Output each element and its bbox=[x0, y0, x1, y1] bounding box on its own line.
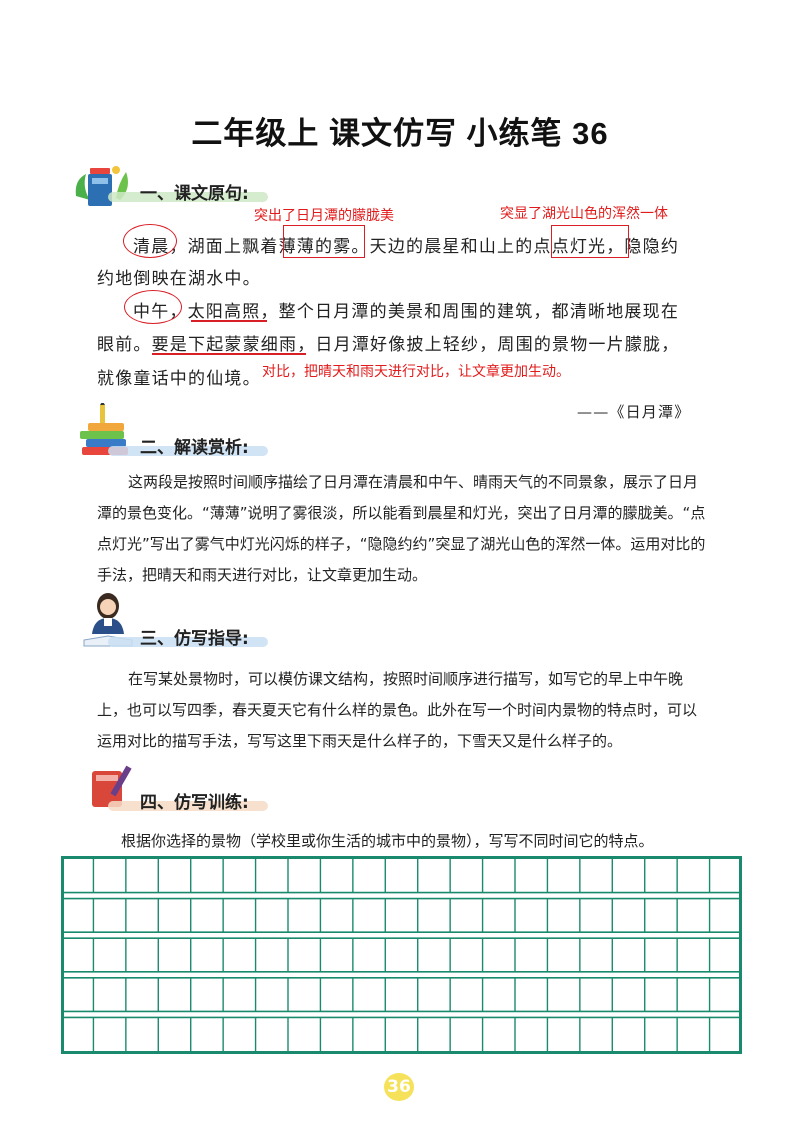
annotation-hazy: 突出了日月潭的朦胧美 bbox=[254, 208, 394, 224]
page-title: 二年级上 课文仿写 小练笔 36 bbox=[191, 116, 609, 151]
circle-zhongwu bbox=[124, 290, 182, 324]
text-mengmeng: 要是下起蒙蒙细雨 bbox=[151, 335, 298, 355]
underline-taiyang bbox=[191, 320, 267, 322]
original-line-1: 清晨，湖面上飘着薄薄的雾。天边的晨星和山上的点点灯光，隐隐约 bbox=[133, 237, 680, 257]
original-line-4: 眼前。要是下起蒙蒙细雨，日月潭好像披上轻纱，周围的景物一片朦胧， bbox=[97, 335, 680, 355]
text-baobao: 薄薄的雾 bbox=[278, 237, 352, 257]
original-line-5: 就像童话中的仙境。 bbox=[97, 369, 261, 389]
annotation-contrast: 对比，把晴天和雨天进行对比，让文章更加生动。 bbox=[262, 364, 570, 380]
section-2-title: 二、解读赏析: bbox=[140, 438, 249, 458]
guidance-paragraph: 在写某处景物时，可以模仿课文结构，按照时间顺序进行描写，如写它的早上中午晚上，也… bbox=[97, 670, 698, 750]
notebook-pen-icon bbox=[88, 765, 134, 809]
text-taiyang: 太阳高照 bbox=[187, 302, 261, 322]
box-diandian bbox=[551, 225, 629, 258]
original-line-3: 中午，太阳高照，整个日月潭的美景和周围的建筑，都清晰地展现在 bbox=[133, 302, 680, 322]
underline-mengmeng bbox=[152, 353, 306, 355]
original-line-2: 约地倒映在湖水中。 bbox=[97, 269, 261, 289]
section-3-title: 三、仿写指导: bbox=[140, 629, 249, 649]
task-instruction: 根据你选择的景物（学校里或你生活的城市中的景物），写写不同时间它的特点。 bbox=[121, 832, 654, 850]
section-4-title: 四、仿写训练: bbox=[140, 793, 249, 813]
section-1-title: 一、课文原句: bbox=[140, 184, 249, 204]
page-number-badge: 36 bbox=[384, 1073, 414, 1101]
books-icon bbox=[72, 160, 134, 210]
box-baobao bbox=[283, 225, 365, 258]
circle-qingchen bbox=[123, 224, 177, 258]
writing-grid[interactable] bbox=[61, 856, 742, 1054]
annotation-unity: 突显了湖光山色的浑然一体 bbox=[500, 206, 668, 222]
analysis-paragraph: 这两段是按照时间顺序描绘了日月潭在清晨和中午、晴雨天气的不同景象，展示了日月潭的… bbox=[97, 473, 706, 584]
source-citation: ——《日月潭》 bbox=[577, 403, 691, 421]
